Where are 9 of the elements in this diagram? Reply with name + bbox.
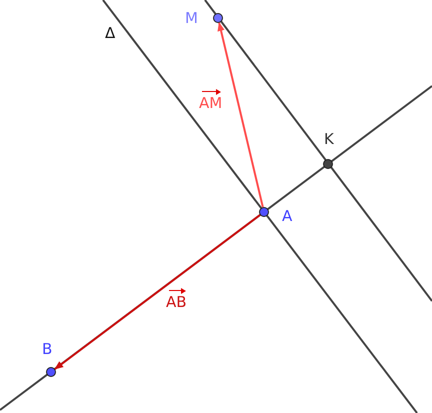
point-label: B bbox=[42, 341, 52, 358]
point-label: K bbox=[324, 131, 334, 148]
line-label: Δ bbox=[105, 24, 116, 42]
vector-arrow bbox=[218, 22, 264, 208]
point-label: M bbox=[185, 10, 198, 27]
vector-arrow bbox=[54, 214, 261, 370]
vector-label: AB bbox=[166, 287, 187, 311]
point-label: A bbox=[282, 208, 292, 225]
vector-label: AM bbox=[199, 88, 222, 112]
